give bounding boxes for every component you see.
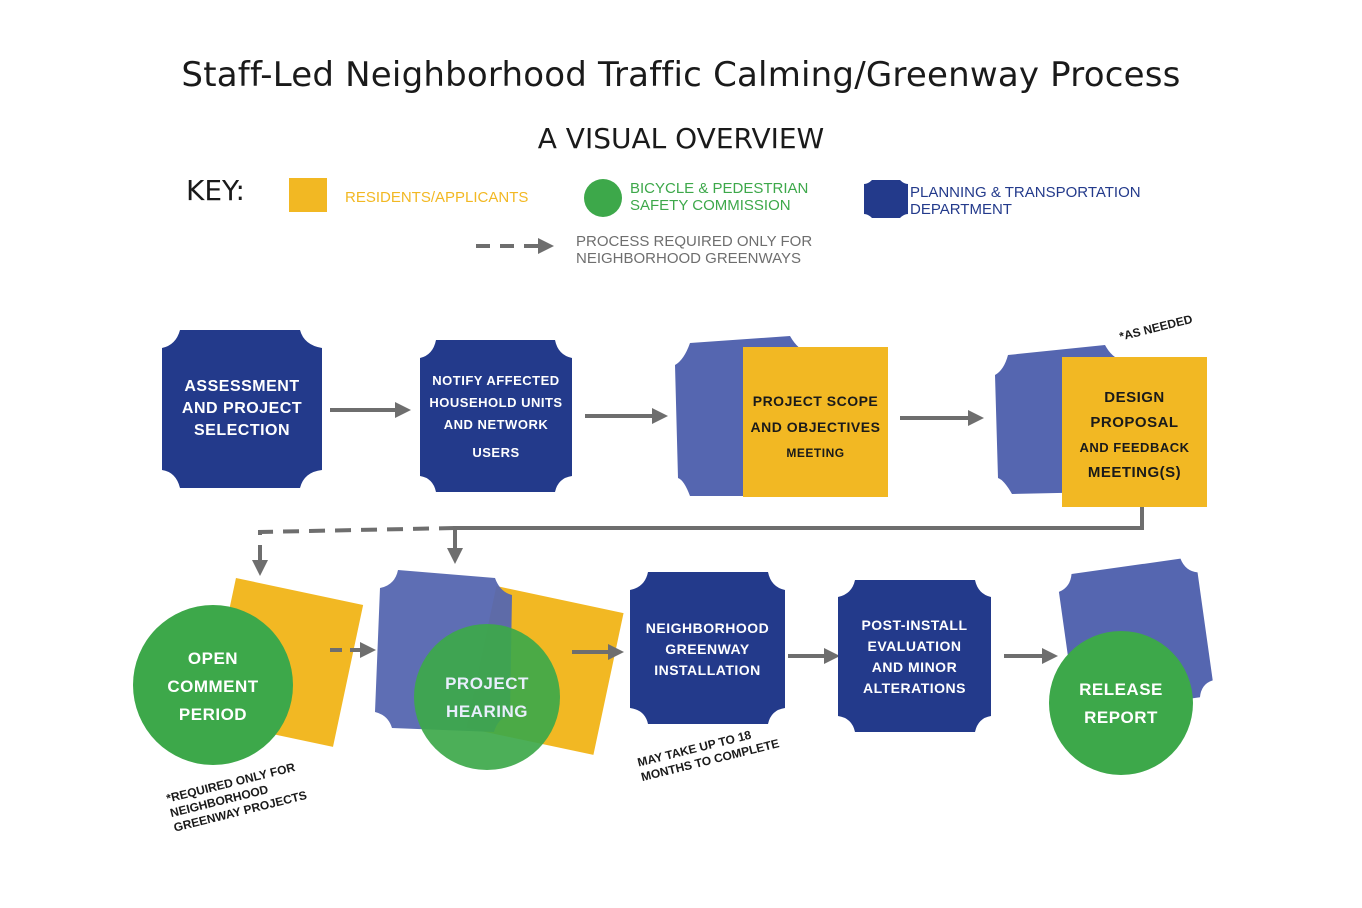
comment-line1: OPEN bbox=[187, 649, 239, 668]
notify-label: NOTIFY AFFECTED HOUSEHOLD UNITS AND NETW… bbox=[420, 370, 572, 464]
scope-label: PROJECT SCOPE AND OBJECTIVES MEETING bbox=[743, 388, 888, 466]
page-subtitle: A VISUAL OVERVIEW bbox=[537, 122, 825, 155]
design-label: DESIGN PROPOSAL AND FEEDBACK MEETING(S) bbox=[1062, 385, 1207, 485]
hearing-line2: HEARING bbox=[446, 702, 528, 721]
comment-line3: PERIOD bbox=[178, 705, 248, 724]
installation-line1: NEIGHBORHOOD bbox=[645, 620, 770, 636]
comment-circle bbox=[133, 605, 293, 765]
evaluation-label: POST-INSTALL EVALUATION AND MINOR ALTERA… bbox=[838, 615, 991, 699]
key-dashed-line1: PROCESS REQUIRED ONLY FOR bbox=[576, 233, 813, 250]
evaluation-line3: AND MINOR bbox=[871, 659, 958, 675]
evaluation-box bbox=[838, 580, 991, 732]
notify-line3: AND NETWORK bbox=[443, 417, 549, 432]
assessment-line3: SELECTION bbox=[193, 422, 291, 439]
scope-line3: MEETING bbox=[786, 446, 845, 460]
design-line2: PROPOSAL bbox=[1090, 414, 1179, 431]
assessment-label: ASSESSMENT AND PROJECT SELECTION bbox=[162, 376, 322, 442]
design-line1: DESIGN bbox=[1104, 389, 1165, 406]
hearing-label: PROJECT HEARING bbox=[414, 670, 560, 726]
design-box bbox=[1062, 357, 1207, 507]
evaluation-line2: EVALUATION bbox=[867, 638, 962, 654]
key-yellow-square bbox=[289, 178, 327, 212]
key-navy-octagon bbox=[864, 180, 908, 218]
key-dashed-label: PROCESS REQUIRED ONLY FOR NEIGHBORHOOD G… bbox=[576, 233, 812, 267]
comment-label: OPEN COMMENT PERIOD bbox=[133, 645, 293, 729]
assessment-line2: AND PROJECT bbox=[181, 400, 303, 417]
hearing-circle bbox=[414, 624, 560, 770]
hearing-line1: PROJECT bbox=[445, 674, 529, 693]
notify-line4: USERS bbox=[472, 445, 520, 460]
evaluation-line1: POST-INSTALL bbox=[861, 617, 968, 633]
assessment-box bbox=[162, 330, 322, 488]
design-line3: AND FEEDBACK bbox=[1079, 440, 1190, 455]
page-title: Staff-Led Neighborhood Traffic Calming/G… bbox=[181, 55, 1181, 95]
key-green-circle bbox=[584, 179, 622, 217]
key-label: KEY: bbox=[186, 174, 245, 207]
notify-line2: HOUSEHOLD UNITS bbox=[429, 395, 563, 410]
connector-design-hearing bbox=[447, 507, 1144, 564]
assessment-line1: ASSESSMENT bbox=[184, 378, 300, 395]
installation-box bbox=[630, 572, 785, 724]
notify-box bbox=[420, 340, 572, 492]
connector-dashed-comment bbox=[252, 526, 456, 576]
report-circle bbox=[1049, 631, 1193, 775]
report-line1: RELEASE bbox=[1079, 680, 1163, 699]
key-ptd-line2: DEPARTMENT bbox=[910, 201, 1012, 218]
design-line4: MEETING(S) bbox=[1087, 464, 1182, 481]
report-line2: REPORT bbox=[1084, 708, 1158, 727]
scope-line1: PROJECT SCOPE bbox=[752, 393, 879, 409]
installation-label: NEIGHBORHOOD GREENWAY INSTALLATION bbox=[630, 618, 785, 681]
comment-line2: COMMENT bbox=[167, 677, 259, 696]
notify-line1: NOTIFY AFFECTED bbox=[432, 373, 560, 388]
key-bpsc-label: BICYCLE & PEDESTRIAN SAFETY COMMISSION bbox=[630, 180, 808, 214]
evaluation-line4: ALTERATIONS bbox=[863, 680, 966, 696]
key-ptd-line1: PLANNING & TRANSPORTATION bbox=[910, 184, 1141, 201]
installation-line3: INSTALLATION bbox=[654, 662, 761, 678]
key-bpsc-line2: SAFETY COMMISSION bbox=[630, 197, 791, 214]
key-ptd-label: PLANNING & TRANSPORTATION DEPARTMENT bbox=[910, 184, 1141, 218]
key-dashed-line2: NEIGHBORHOOD GREENWAYS bbox=[576, 250, 802, 267]
key-bpsc-line1: BICYCLE & PEDESTRIAN bbox=[630, 180, 809, 197]
report-label: RELEASE REPORT bbox=[1049, 676, 1193, 732]
key-residents-label: RESIDENTS/APPLICANTS bbox=[345, 189, 529, 206]
scope-line2: AND OBJECTIVES bbox=[750, 419, 881, 435]
installation-line2: GREENWAY bbox=[665, 641, 750, 657]
scope-box bbox=[743, 347, 888, 497]
